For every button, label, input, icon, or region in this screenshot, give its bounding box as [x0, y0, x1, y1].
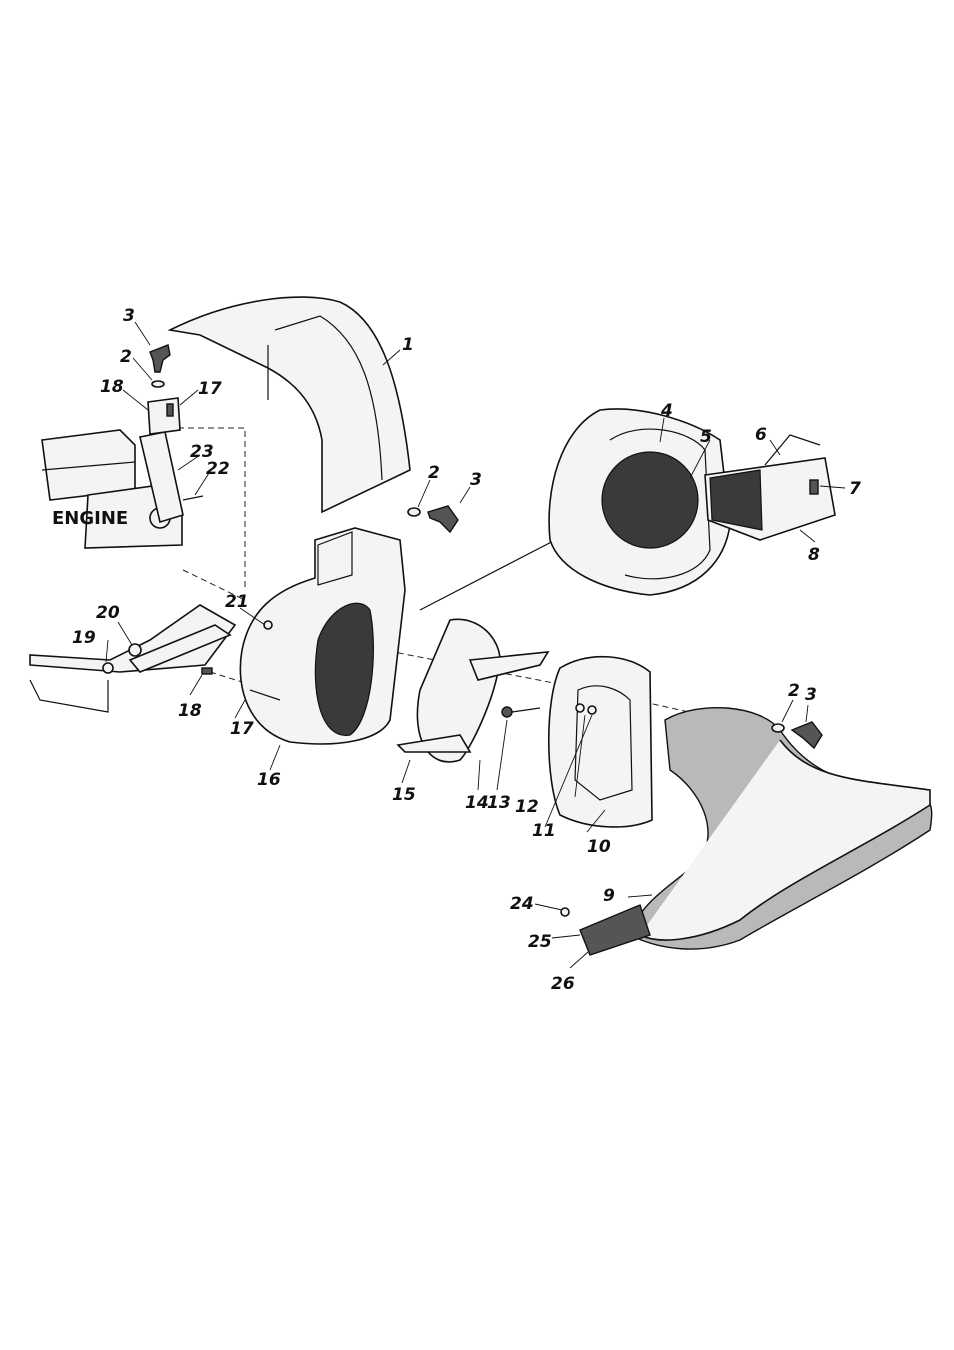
callout-22: 22: [206, 459, 230, 479]
callout-21: 21: [225, 592, 249, 612]
callout-3-top: 3: [123, 306, 135, 326]
callout-15: 15: [392, 785, 416, 805]
callout-26: 26: [551, 974, 575, 994]
callout-11: 11: [532, 821, 556, 841]
callout-9: 9: [603, 886, 615, 906]
callout-13: 13: [487, 793, 511, 813]
callout-3-right: 3: [805, 685, 817, 705]
callout-3-mid: 3: [470, 470, 482, 490]
callout-8: 8: [808, 545, 820, 565]
callout-17-top: 17: [198, 379, 222, 399]
callout-24: 24: [510, 894, 534, 914]
callout-12: 12: [515, 797, 539, 817]
callout-20: 20: [96, 603, 120, 623]
engine-label: ENGINE: [52, 508, 128, 529]
callout-4: 4: [660, 401, 673, 421]
callout-5: 5: [700, 427, 712, 447]
discharge-chute: [170, 297, 410, 512]
callout-25: 25: [528, 932, 552, 952]
callout-14: 14: [465, 793, 489, 813]
callout-18-top: 18: [100, 377, 124, 397]
blower-housing: [240, 528, 405, 744]
engine-base-plate: [30, 605, 235, 712]
callout-10: 10: [587, 837, 611, 857]
callout-6: 6: [755, 425, 767, 445]
callout-2-right: 2: [788, 681, 800, 701]
callout-16: 16: [257, 770, 281, 790]
housing-back-plate: [549, 657, 652, 827]
fan-impeller: [398, 619, 548, 762]
screen-cover: [705, 435, 835, 540]
knob-top-left: [150, 345, 170, 387]
callout-2-top: 2: [120, 347, 132, 367]
knob-mid: [408, 506, 458, 532]
callout-1: 1: [402, 335, 414, 355]
callout-19: 19: [72, 628, 96, 648]
callout-18-bottom: 18: [178, 701, 202, 721]
callout-2-mid: 2: [428, 463, 440, 483]
callout-17-bottom: 17: [230, 719, 254, 739]
callout-7: 7: [849, 479, 861, 499]
